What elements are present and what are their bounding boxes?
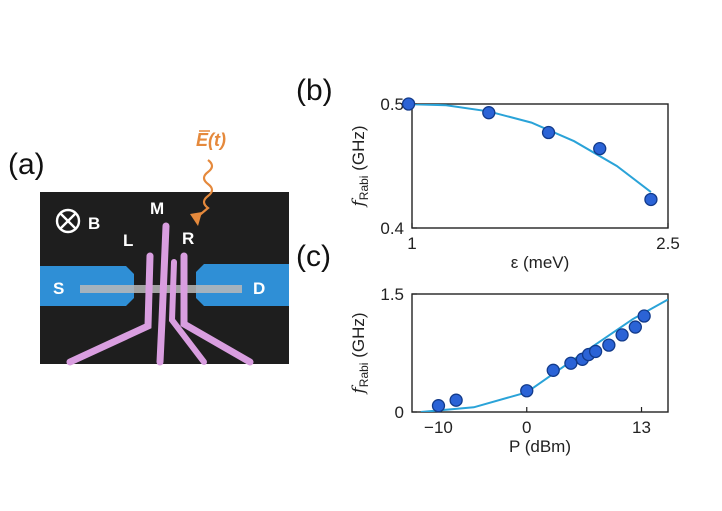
chart-c-axes-frame <box>411 293 669 413</box>
source-electrode <box>40 266 134 306</box>
chart-c-data-point <box>615 328 629 342</box>
field-arrow-icon <box>190 212 202 226</box>
gate-right-inner <box>168 259 207 365</box>
micrograph-background <box>40 192 289 364</box>
chart-b-data-point <box>644 192 658 207</box>
chart-c-ytick-label: 0 <box>395 403 404 422</box>
field-label: E(t) <box>196 130 226 150</box>
chart-c-xlabel: P (dBm) <box>509 437 571 456</box>
magnetic-field-icon <box>55 208 81 234</box>
chart-c-data-point <box>449 393 463 407</box>
chart-c-data-point <box>637 309 651 323</box>
chart-c-ylabel: fRabi (GHz) <box>349 312 371 395</box>
panel-label-c: (c) <box>296 240 331 273</box>
chart-b-ytick-label: 0.5 <box>380 95 404 114</box>
chart-b-fit-line <box>412 104 652 193</box>
gate-label-right: R <box>182 229 194 248</box>
chart-c-data-point <box>431 399 446 413</box>
magnetic-field-label: B <box>88 214 100 233</box>
chart-b-ylabel: fRabi (GHz) <box>349 125 371 208</box>
chart-c-data-point <box>581 347 596 362</box>
gate-left <box>66 252 154 366</box>
chart-b-xlabel: ε (meV) <box>511 253 570 272</box>
chart-b-data-point <box>401 97 416 111</box>
gate-label-left: L <box>123 231 133 250</box>
source-label: S <box>53 279 64 298</box>
chart-c-data-point <box>575 352 590 366</box>
panel-label-a: (a) <box>8 148 45 181</box>
chart-c-data-point <box>628 320 642 334</box>
chart-c-data-point <box>520 384 534 398</box>
chart-c-data-point <box>588 344 603 359</box>
chart-c-data-point <box>602 338 616 352</box>
chart-c-data-point <box>546 363 560 377</box>
chart-c-data-point <box>564 356 578 370</box>
chart-c-ytick-label: 1.5 <box>380 285 404 304</box>
gate-right <box>180 252 254 366</box>
chart-c-fit-line <box>420 298 668 412</box>
chart-b-ytick-label: 0.4 <box>380 219 404 238</box>
chart-c-xtick-label: −10 <box>424 418 453 437</box>
gate-middle <box>156 222 170 366</box>
chart-b-axes-frame <box>411 103 669 229</box>
chart-b-data-point <box>541 125 556 140</box>
gate-label-middle: M <box>150 199 164 218</box>
chart-b-data-point <box>482 106 496 120</box>
channel-bar <box>80 285 242 293</box>
chart-b-data-point <box>593 141 607 156</box>
chart-b-xtick-label: 2.5 <box>656 234 680 253</box>
drain-label: D <box>253 279 265 298</box>
panel-label-b: (b) <box>296 74 333 107</box>
chart-b-xtick-label: 1 <box>407 234 416 253</box>
field-wave-icon <box>195 159 214 219</box>
drain-electrode <box>196 264 289 306</box>
chart-c-xtick-label: 0 <box>522 418 531 437</box>
chart-c-xtick-label: 13 <box>632 418 651 437</box>
